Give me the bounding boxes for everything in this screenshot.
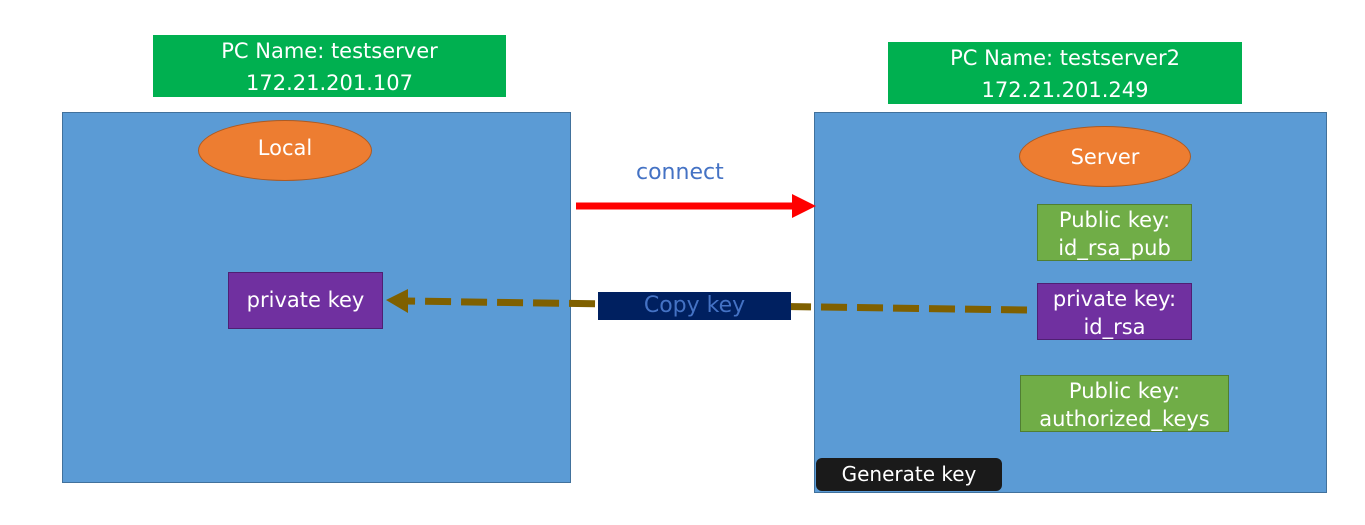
remote-pc-ip: 172.21.201.249 bbox=[981, 78, 1149, 102]
server-private-key-line2: id_rsa bbox=[1083, 315, 1146, 339]
local-private-key-label: private key bbox=[246, 288, 365, 312]
server-role-oval: Server bbox=[1019, 126, 1191, 187]
server-authorized-line2: authorized_keys bbox=[1039, 407, 1210, 431]
copy-arrow-head bbox=[386, 289, 408, 313]
local-pc-label: PC Name: testserver 172.21.201.107 bbox=[153, 35, 506, 97]
generate-key-label: Generate key bbox=[841, 462, 977, 486]
remote-pc-label: PC Name: testserver2 172.21.201.249 bbox=[888, 42, 1242, 104]
server-public-key-line1: Public key: bbox=[1058, 208, 1171, 232]
server-authorized-keys-box: Public key: authorized_keys bbox=[1020, 375, 1229, 432]
local-private-key-box: private key bbox=[228, 272, 383, 329]
copy-key-label: Copy key bbox=[598, 292, 791, 320]
local-role-label: Local bbox=[257, 136, 313, 160]
local-pc-name: PC Name: testserver bbox=[221, 39, 438, 63]
remote-pc-name: PC Name: testserver2 bbox=[950, 46, 1180, 70]
local-role-oval: Local bbox=[198, 120, 372, 181]
server-authorized-line1: Public key: bbox=[1068, 379, 1181, 403]
generate-key-button[interactable]: Generate key bbox=[816, 458, 1002, 491]
server-public-key-box: Public key: id_rsa_pub bbox=[1037, 204, 1192, 261]
local-pc-ip: 172.21.201.107 bbox=[246, 71, 413, 95]
connect-label: connect bbox=[636, 160, 724, 185]
server-private-key-line1: private key: bbox=[1052, 287, 1177, 311]
server-private-key-box: private key: id_rsa bbox=[1037, 283, 1192, 340]
server-role-label: Server bbox=[1070, 145, 1140, 169]
connect-arrow-head bbox=[792, 194, 816, 218]
server-public-key-line2: id_rsa_pub bbox=[1058, 236, 1171, 260]
